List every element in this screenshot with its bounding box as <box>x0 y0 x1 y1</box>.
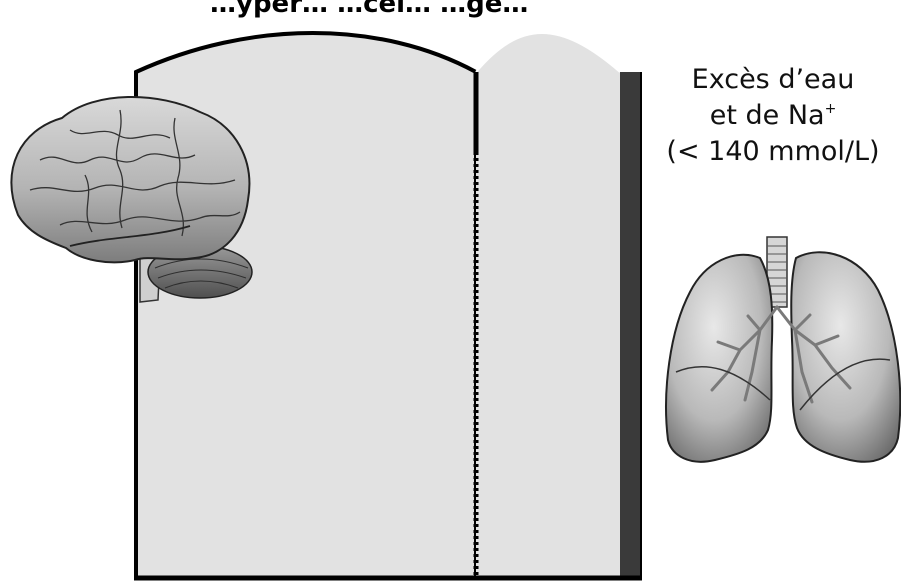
excess-water-sodium-caption: Excès d’eau et de Na+ (< 140 mmol/L) <box>645 62 901 170</box>
outer-wall <box>620 72 640 578</box>
caption-line-1: Excès d’eau <box>645 62 901 98</box>
header-title-fragment: …yper… …cel… …ge… <box>210 0 528 19</box>
caption-line-3: (< 140 mmol/L) <box>645 134 901 170</box>
right-compartment <box>476 33 620 578</box>
caption-line-2-text: et de Na <box>710 100 825 131</box>
sodium-charge: + <box>825 101 837 117</box>
lungs-icon <box>666 237 900 462</box>
brain-icon <box>11 97 252 302</box>
caption-line-2: et de Na+ <box>645 98 901 134</box>
